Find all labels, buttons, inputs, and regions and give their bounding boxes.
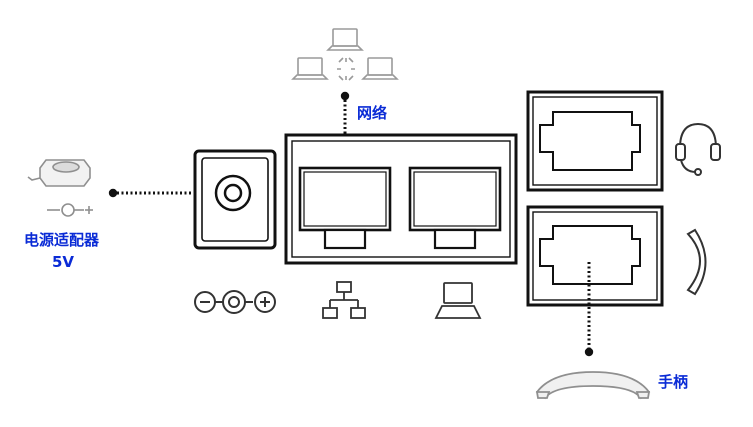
dc-plug-icon	[47, 203, 93, 217]
handset-receiver-icon	[686, 228, 707, 296]
headset-port	[526, 90, 664, 192]
headset-icon	[675, 122, 721, 176]
lan-port	[298, 166, 392, 250]
handset-connector-dot	[584, 347, 594, 357]
network-computers-icon	[291, 28, 399, 81]
network-label: 网络	[357, 104, 388, 122]
network-connector-dot	[340, 91, 350, 101]
power-port	[193, 149, 277, 250]
pc-icon	[434, 282, 482, 319]
handset-icon	[535, 371, 651, 400]
handset-port	[526, 205, 664, 307]
power-connector-dot	[108, 188, 118, 198]
polarity-icon	[194, 290, 276, 314]
handset-label: 手柄	[658, 373, 689, 391]
pc-port	[408, 166, 502, 250]
power-adapter-icon	[27, 159, 91, 187]
lan-icon	[322, 281, 366, 319]
ethernet-ports	[284, 133, 518, 265]
power-adapter-label: 电源适配器	[24, 231, 100, 249]
power-adapter-voltage-label: 5V	[52, 253, 75, 271]
